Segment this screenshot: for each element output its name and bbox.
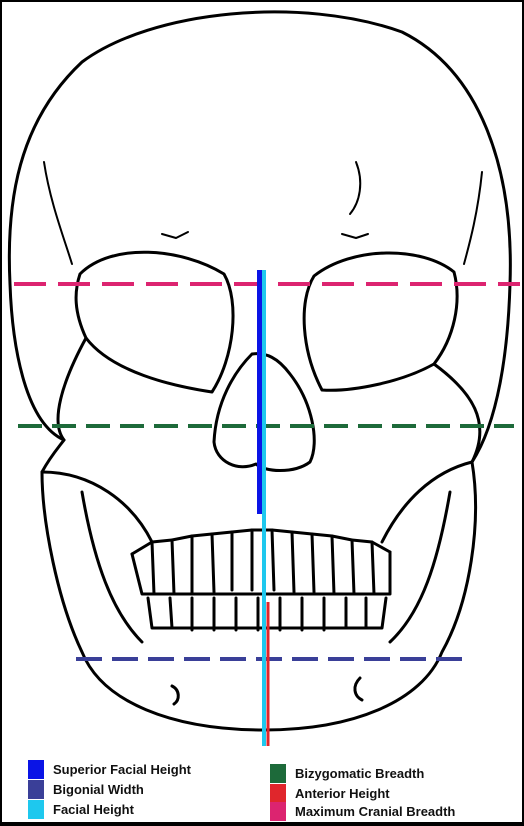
measurement-lines xyxy=(14,270,520,746)
right-orbit xyxy=(302,251,459,392)
nasal-aperture xyxy=(212,352,316,472)
legend-anterior-height: Anterior Height xyxy=(270,784,390,803)
legend-superior-facial-height: Superior Facial Height xyxy=(28,760,191,779)
legend-bigonial-width: Bigonial Width xyxy=(28,780,144,799)
legend-facial-height: Facial Height xyxy=(28,800,134,819)
legend: Superior Facial Height Bigonial Width Fa… xyxy=(2,758,522,822)
legend-label: Anterior Height xyxy=(295,786,390,801)
legend-swatch xyxy=(28,800,44,819)
legend-swatch xyxy=(28,780,44,799)
legend-label: Facial Height xyxy=(53,802,134,817)
legend-swatch xyxy=(270,784,286,803)
skull-outline xyxy=(7,10,512,732)
legend-swatch xyxy=(270,764,286,783)
legend-bizygomatic-breadth: Bizygomatic Breadth xyxy=(270,764,424,783)
legend-swatch xyxy=(270,802,286,821)
left-orbit xyxy=(74,250,235,394)
legend-label: Bigonial Width xyxy=(53,782,144,797)
legend-label: Bizygomatic Breadth xyxy=(295,766,425,781)
legend-swatch xyxy=(28,760,44,779)
legend-label: Maximum Cranial Breadth xyxy=(295,804,456,819)
legend-label: Superior Facial Height xyxy=(53,762,191,777)
legend-maximum-cranial-breadth: Maximum Cranial Breadth xyxy=(270,802,455,821)
skull-diagram xyxy=(7,10,520,746)
